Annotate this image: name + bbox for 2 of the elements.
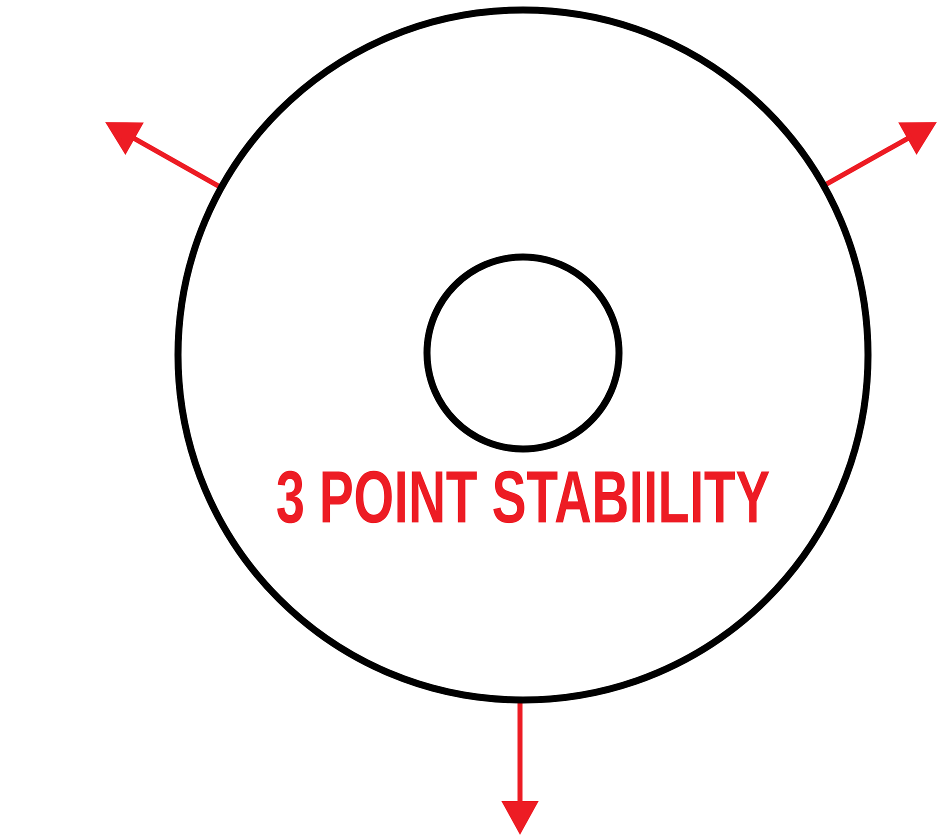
inner-circle <box>424 253 622 452</box>
stability-label: 3 POINT STABIILITY <box>277 470 770 524</box>
